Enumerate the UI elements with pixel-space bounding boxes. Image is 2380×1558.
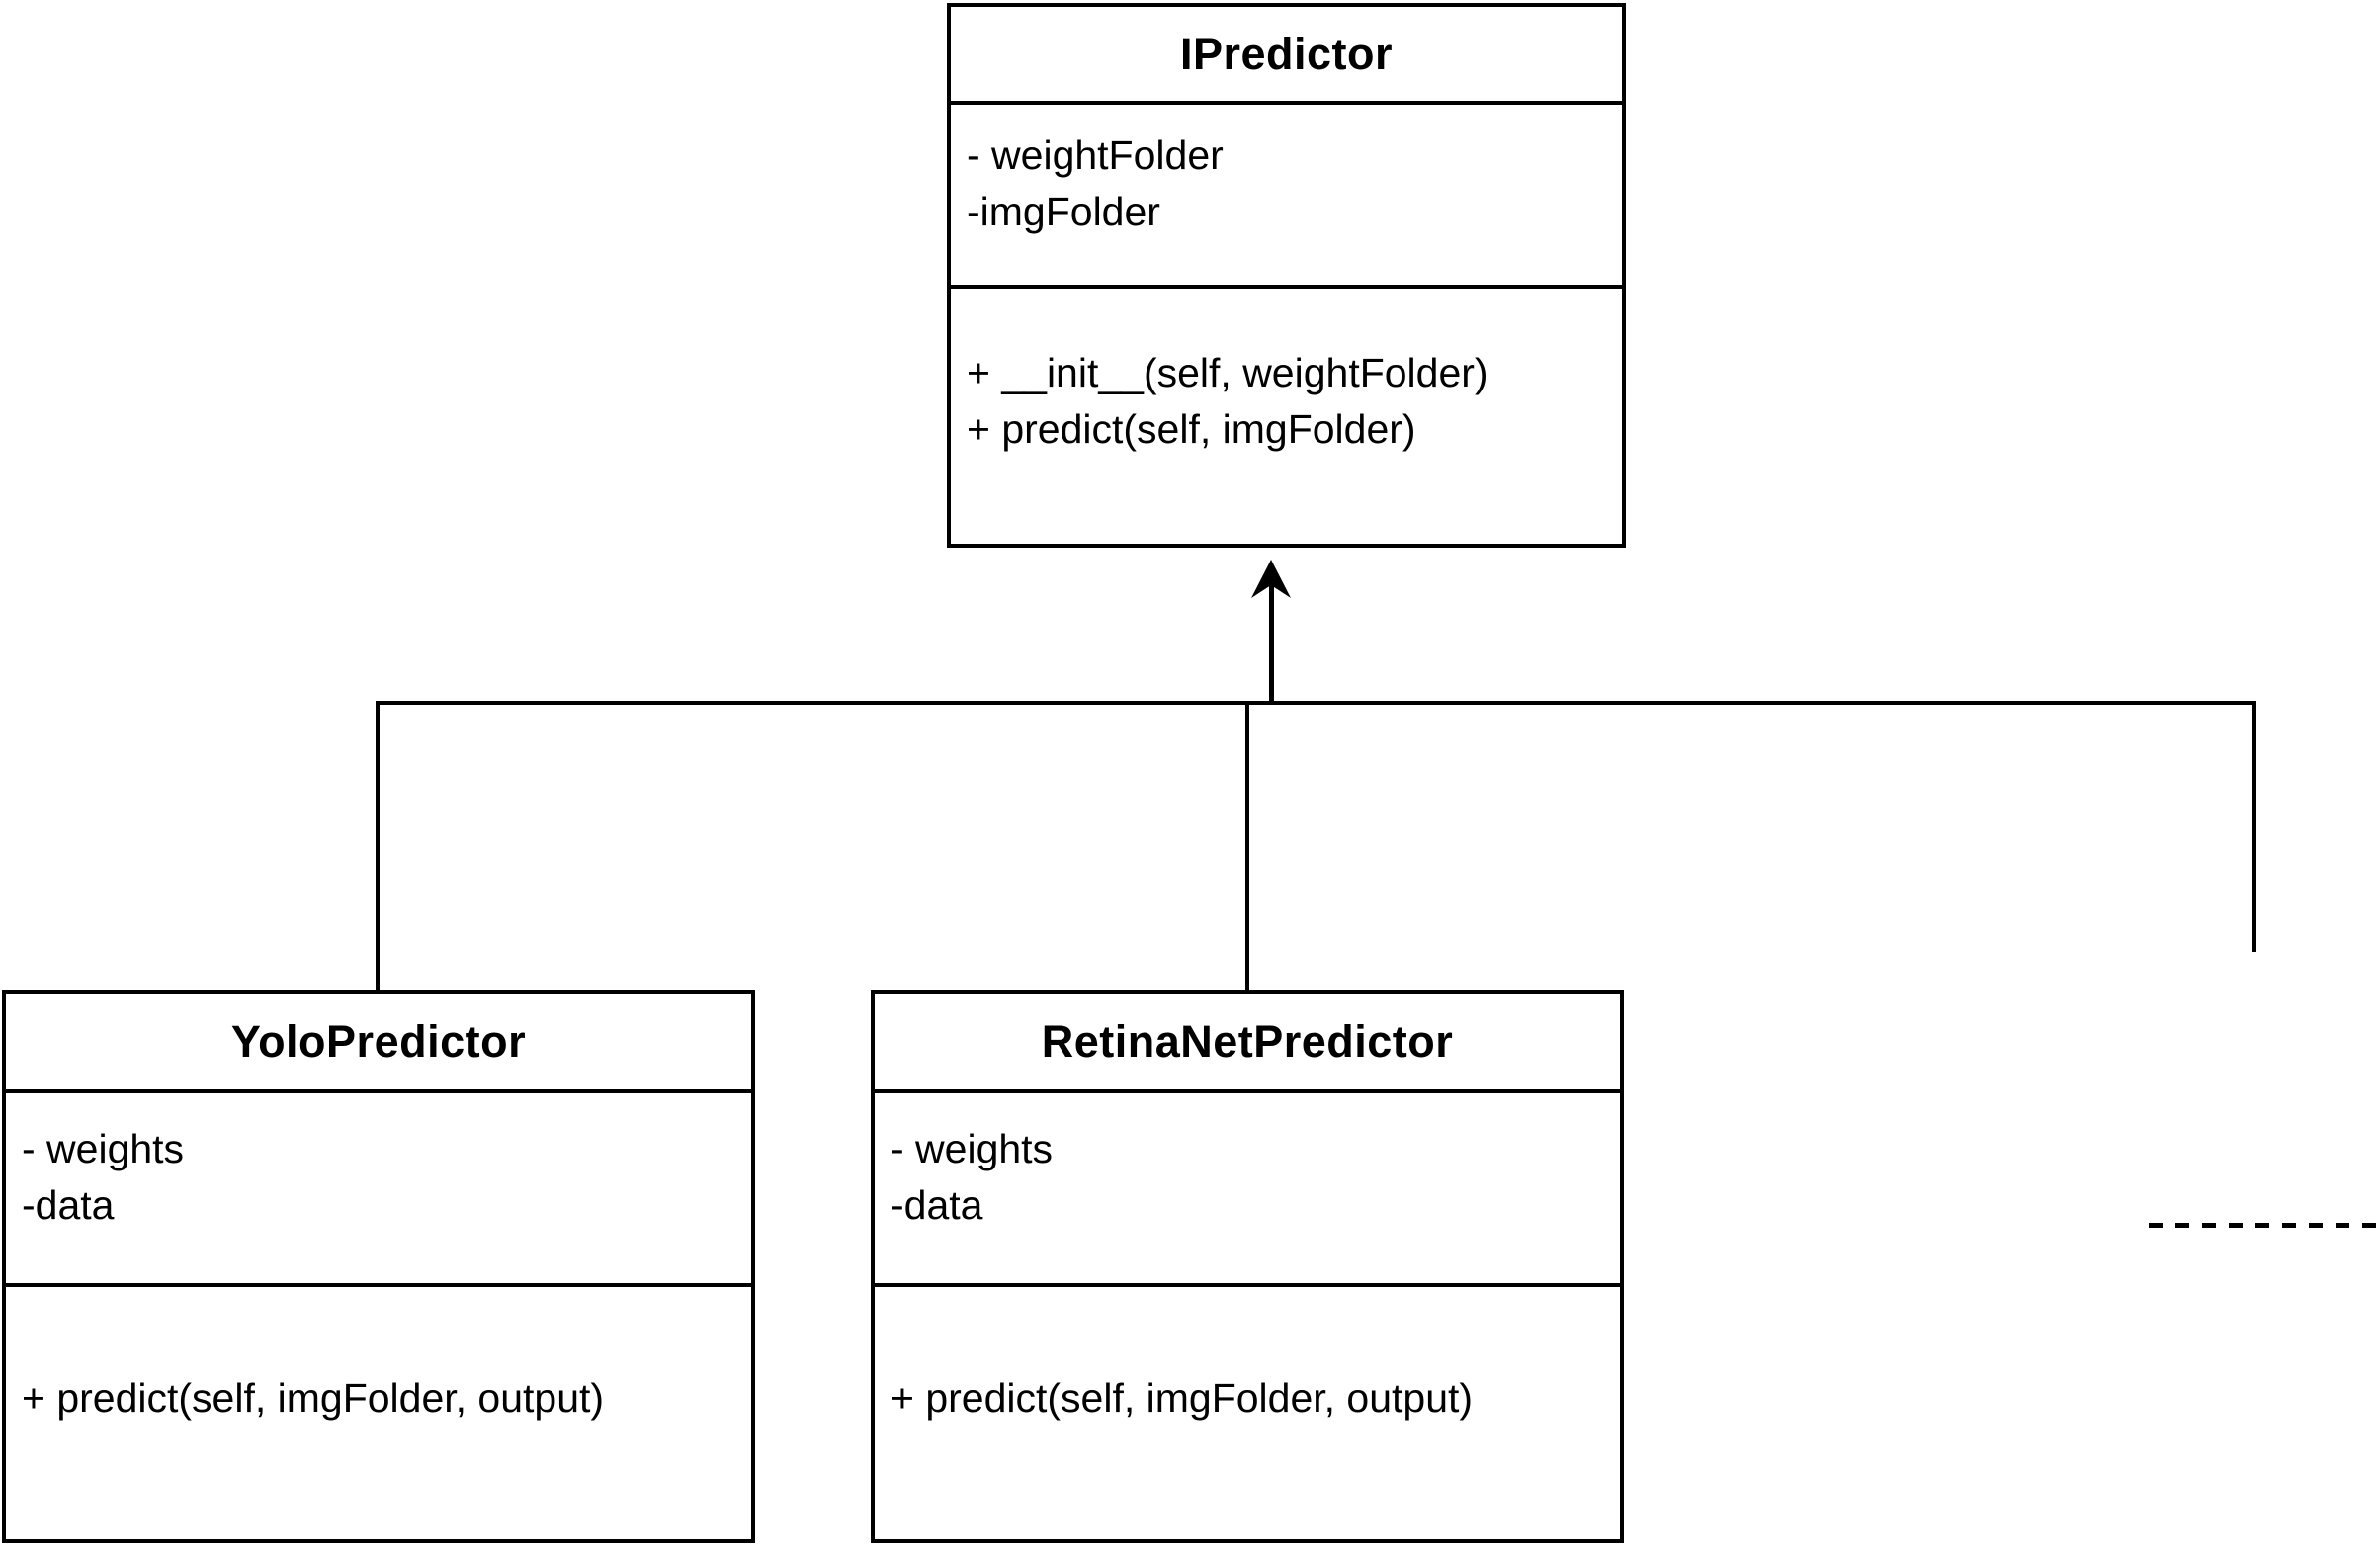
class-box-ipredictor: IPredictor - weightFolder -imgFolder + _… [947,3,1626,548]
class-box-yolopredictor: YoloPredictor - weights -data + predict(… [2,990,755,1543]
class-attributes-ipredictor: - weightFolder -imgFolder [951,105,1622,289]
method-line: + predict(self, imgFolder) [967,406,1416,452]
class-attributes-yolopredictor: - weights -data [6,1093,751,1287]
attribute-line: - weights [891,1126,1054,1171]
connector-rail-horizontal [377,701,2256,705]
inheritance-arrow-head [1251,560,1291,598]
class-title-ipredictor: IPredictor [951,7,1622,105]
method-line: + __init__(self, weightFolder) [967,350,1488,395]
class-methods-ipredictor: + __init__(self, weightFolder) + predict… [951,289,1622,544]
class-title-retinanetpredictor: RetinaNetPredictor [875,994,1620,1093]
attribute-line: - weightFolder [967,132,1224,178]
connector-drop-yolopredictor [376,701,380,992]
method-line: + predict(self, imgFolder, output) [22,1375,605,1421]
connector-drop-retinanetpredictor [1245,701,1249,992]
attribute-line: -imgFolder [967,189,1160,234]
attribute-line: -data [22,1182,115,1228]
class-methods-yolopredictor: + predict(self, imgFolder, output) [6,1287,751,1539]
class-title-yolopredictor: YoloPredictor [6,994,751,1093]
connector-drop-right-dangling [2252,701,2256,952]
inheritance-arrow-shaft [1269,585,1274,705]
class-methods-retinanetpredictor: + predict(self, imgFolder, output) [875,1287,1620,1539]
attribute-line: -data [891,1182,983,1228]
unfinished-dashed-edge [2149,1223,2380,1228]
attribute-line: - weights [22,1126,185,1171]
class-attributes-retinanetpredictor: - weights -data [875,1093,1620,1287]
class-box-retinanetpredictor: RetinaNetPredictor - weights -data + pre… [871,990,1624,1543]
method-line: + predict(self, imgFolder, output) [891,1375,1474,1421]
